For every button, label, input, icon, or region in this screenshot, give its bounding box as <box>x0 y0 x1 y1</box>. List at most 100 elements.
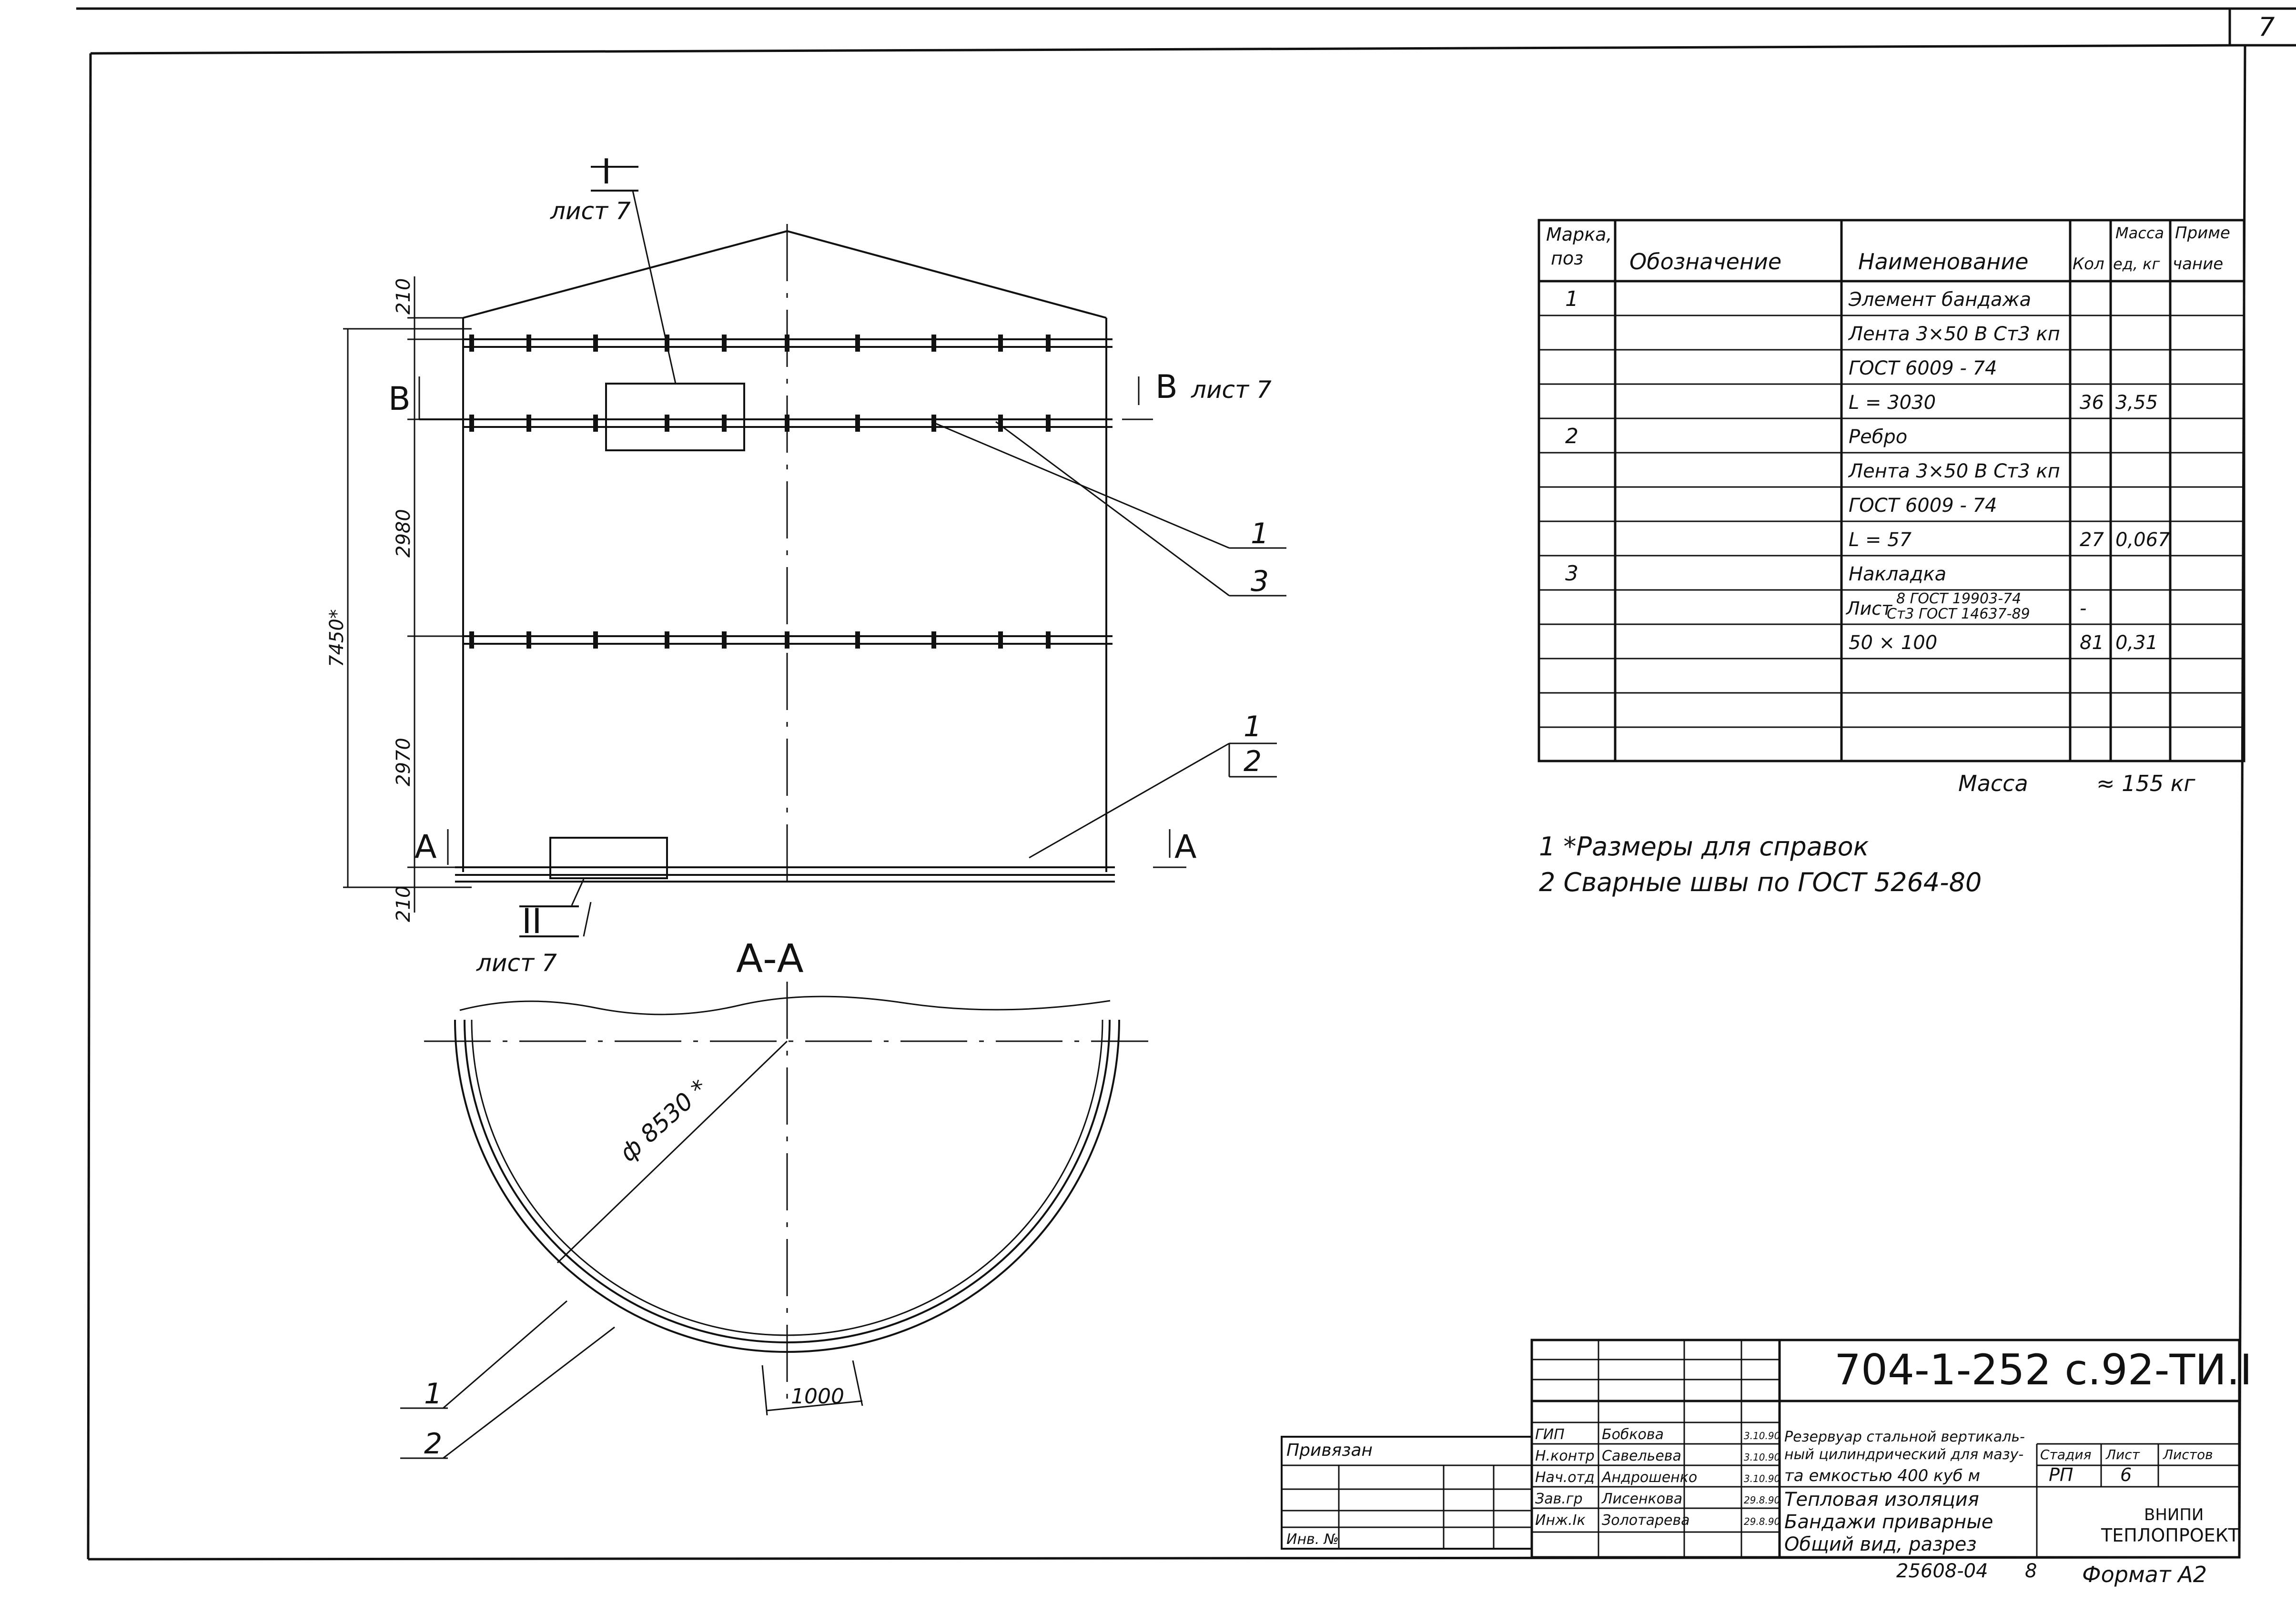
leader-label: 3 <box>1251 565 1269 598</box>
archive-sheet: 8 <box>2025 1560 2037 1582</box>
header-note-2: чание <box>2173 254 2223 274</box>
staff-name: Лисенкова <box>1601 1491 1682 1507</box>
header-name: Наименование <box>1858 249 2028 274</box>
leader-label: 1 <box>424 1377 442 1411</box>
section-title: А-А <box>736 936 804 982</box>
spec-name: Накладка <box>1849 563 1946 585</box>
staff-name: Андрошенко <box>1601 1469 1697 1486</box>
spec-mark: 2 <box>1565 424 1578 448</box>
staff-name: Бобкова <box>1602 1426 1664 1443</box>
spec-name-prefix: Лист <box>1845 598 1893 619</box>
staff-name: Золотарева <box>1602 1512 1690 1529</box>
arc-dim-label: 1000 <box>791 1384 844 1409</box>
spec-qty: 36 <box>2080 392 2104 414</box>
dimension-lines <box>343 276 472 913</box>
dim-lower: 2970 <box>393 738 415 786</box>
staff-role: ГИП <box>1535 1426 1565 1443</box>
org-line-1: ВНИПИ <box>2144 1505 2204 1524</box>
stage-label: Стадия <box>2040 1447 2091 1462</box>
node2-sheet-ref: лист 7 <box>476 949 557 977</box>
spec-name: Элемент бандажа <box>1848 289 2031 311</box>
staff-name: Савельева <box>1602 1448 1681 1464</box>
spec-name: L = 3030 <box>1849 392 1936 414</box>
staff-role: Н.контр <box>1535 1448 1595 1464</box>
spec-mark: 1 <box>1565 287 1578 311</box>
section-a-right: А <box>1174 828 1197 866</box>
leader-label: 2 <box>1244 745 1262 778</box>
spec-name: Лента 3×50 В Ст3 кп <box>1848 323 2060 345</box>
dim-upper: 2980 <box>393 509 415 558</box>
leader-label: 2 <box>424 1427 442 1461</box>
section-b-sheet-ref: лист 7 <box>1191 376 1272 404</box>
section-b-right: В <box>1155 368 1178 406</box>
sheet-value: 6 <box>2120 1464 2132 1485</box>
format-label: Формат А2 <box>2082 1562 2207 1587</box>
sheet-label: Лист <box>2105 1447 2140 1462</box>
spec-name: L = 57 <box>1849 529 1912 551</box>
dim-overall: 7450* <box>326 609 348 667</box>
attached-label: Привязан <box>1286 1441 1373 1460</box>
header-mark-2: поз <box>1551 248 1583 269</box>
drawing-line-3: Общий вид, разрез <box>1784 1533 1977 1555</box>
section-b-left: В <box>388 380 411 418</box>
spec-name: ГОСТ 6009 - 74 <box>1849 357 1997 379</box>
header-designation: Обозначение <box>1629 249 1781 274</box>
dim-bottom: 210 <box>393 886 415 922</box>
spec-qty: - <box>2080 598 2086 619</box>
spec-mass: 0,31 <box>2115 632 2158 654</box>
header-mass-1: Масса <box>2115 224 2164 242</box>
note-2: 2 Сварные швы по ГОСТ 5264-80 <box>1539 867 1982 897</box>
staff-date: 29.8.90 <box>1744 1516 1780 1527</box>
sheets-label: Листов <box>2163 1447 2213 1462</box>
org-line-2: ТЕПЛОПРОЕКТ <box>2101 1525 2240 1546</box>
spec-qty: 27 <box>2080 529 2104 551</box>
staff-date: 3.10.90 <box>1744 1430 1780 1442</box>
spec-name: 50 × 100 <box>1849 632 1937 654</box>
note-1: 1 *Размеры для справок <box>1539 832 1869 862</box>
leader-label: 1 <box>1244 710 1262 743</box>
node1-mark: I <box>601 152 611 192</box>
staff-date: 29.8.90 <box>1744 1494 1780 1506</box>
sheet-number: 7 <box>2258 12 2275 42</box>
spec-mark: 3 <box>1565 561 1578 586</box>
inv-label: Инв. № <box>1286 1531 1339 1548</box>
object-line-1: Резервуар стальной вертикаль- <box>1784 1429 2025 1445</box>
object-line-2: ный цилиндрический для мазу- <box>1784 1446 2023 1463</box>
tank-elevation <box>343 166 1286 937</box>
header-note-1: Приме <box>2175 223 2230 243</box>
spec-qty: 81 <box>2080 632 2104 654</box>
total-mass-value: ≈ 155 кг <box>2096 771 2195 796</box>
archive-number: 25608-04 <box>1896 1560 1988 1582</box>
object-line-3: та емкостью 400 куб м <box>1784 1466 1980 1485</box>
node2-mark: II <box>522 901 542 941</box>
spec-name-bottom: Ст3 ГОСТ 14637-89 <box>1887 606 2030 622</box>
spec-mass: 0,067 <box>2115 529 2170 551</box>
stage-value: РП <box>2049 1464 2073 1485</box>
header-qty: Кол <box>2073 254 2104 274</box>
leader-label: 1 <box>1251 517 1269 550</box>
spec-name: Лента 3×50 В Ст3 кп <box>1848 460 2060 482</box>
detail-frame-2 <box>549 837 668 879</box>
staff-role: Инж.Iк <box>1535 1512 1586 1529</box>
section-a-a <box>400 982 1148 1459</box>
spec-table <box>1537 219 2245 762</box>
node1-sheet-ref: лист 7 <box>550 197 631 225</box>
dim-top: 210 <box>393 278 415 315</box>
section-a-left: А <box>415 828 437 866</box>
title-block <box>1281 1339 2241 1559</box>
band-rings <box>419 338 1115 883</box>
spec-mass: 3,55 <box>2115 392 2158 414</box>
drawing-line-1: Тепловая изоляция <box>1784 1489 1979 1511</box>
staff-role: Зав.гр <box>1535 1491 1583 1507</box>
total-mass-label: Масса <box>1958 771 2028 796</box>
diameter-label: ф 8530 * <box>614 1074 713 1167</box>
rib-marks <box>469 335 1051 649</box>
drawing-line-2: Бандажи приварные <box>1784 1511 1993 1533</box>
staff-date: 3.10.90 <box>1744 1473 1780 1484</box>
spec-name: ГОСТ 6009 - 74 <box>1849 495 1997 517</box>
header-mass-2: ед, кг <box>2113 255 2160 273</box>
staff-date: 3.10.90 <box>1744 1452 1780 1463</box>
